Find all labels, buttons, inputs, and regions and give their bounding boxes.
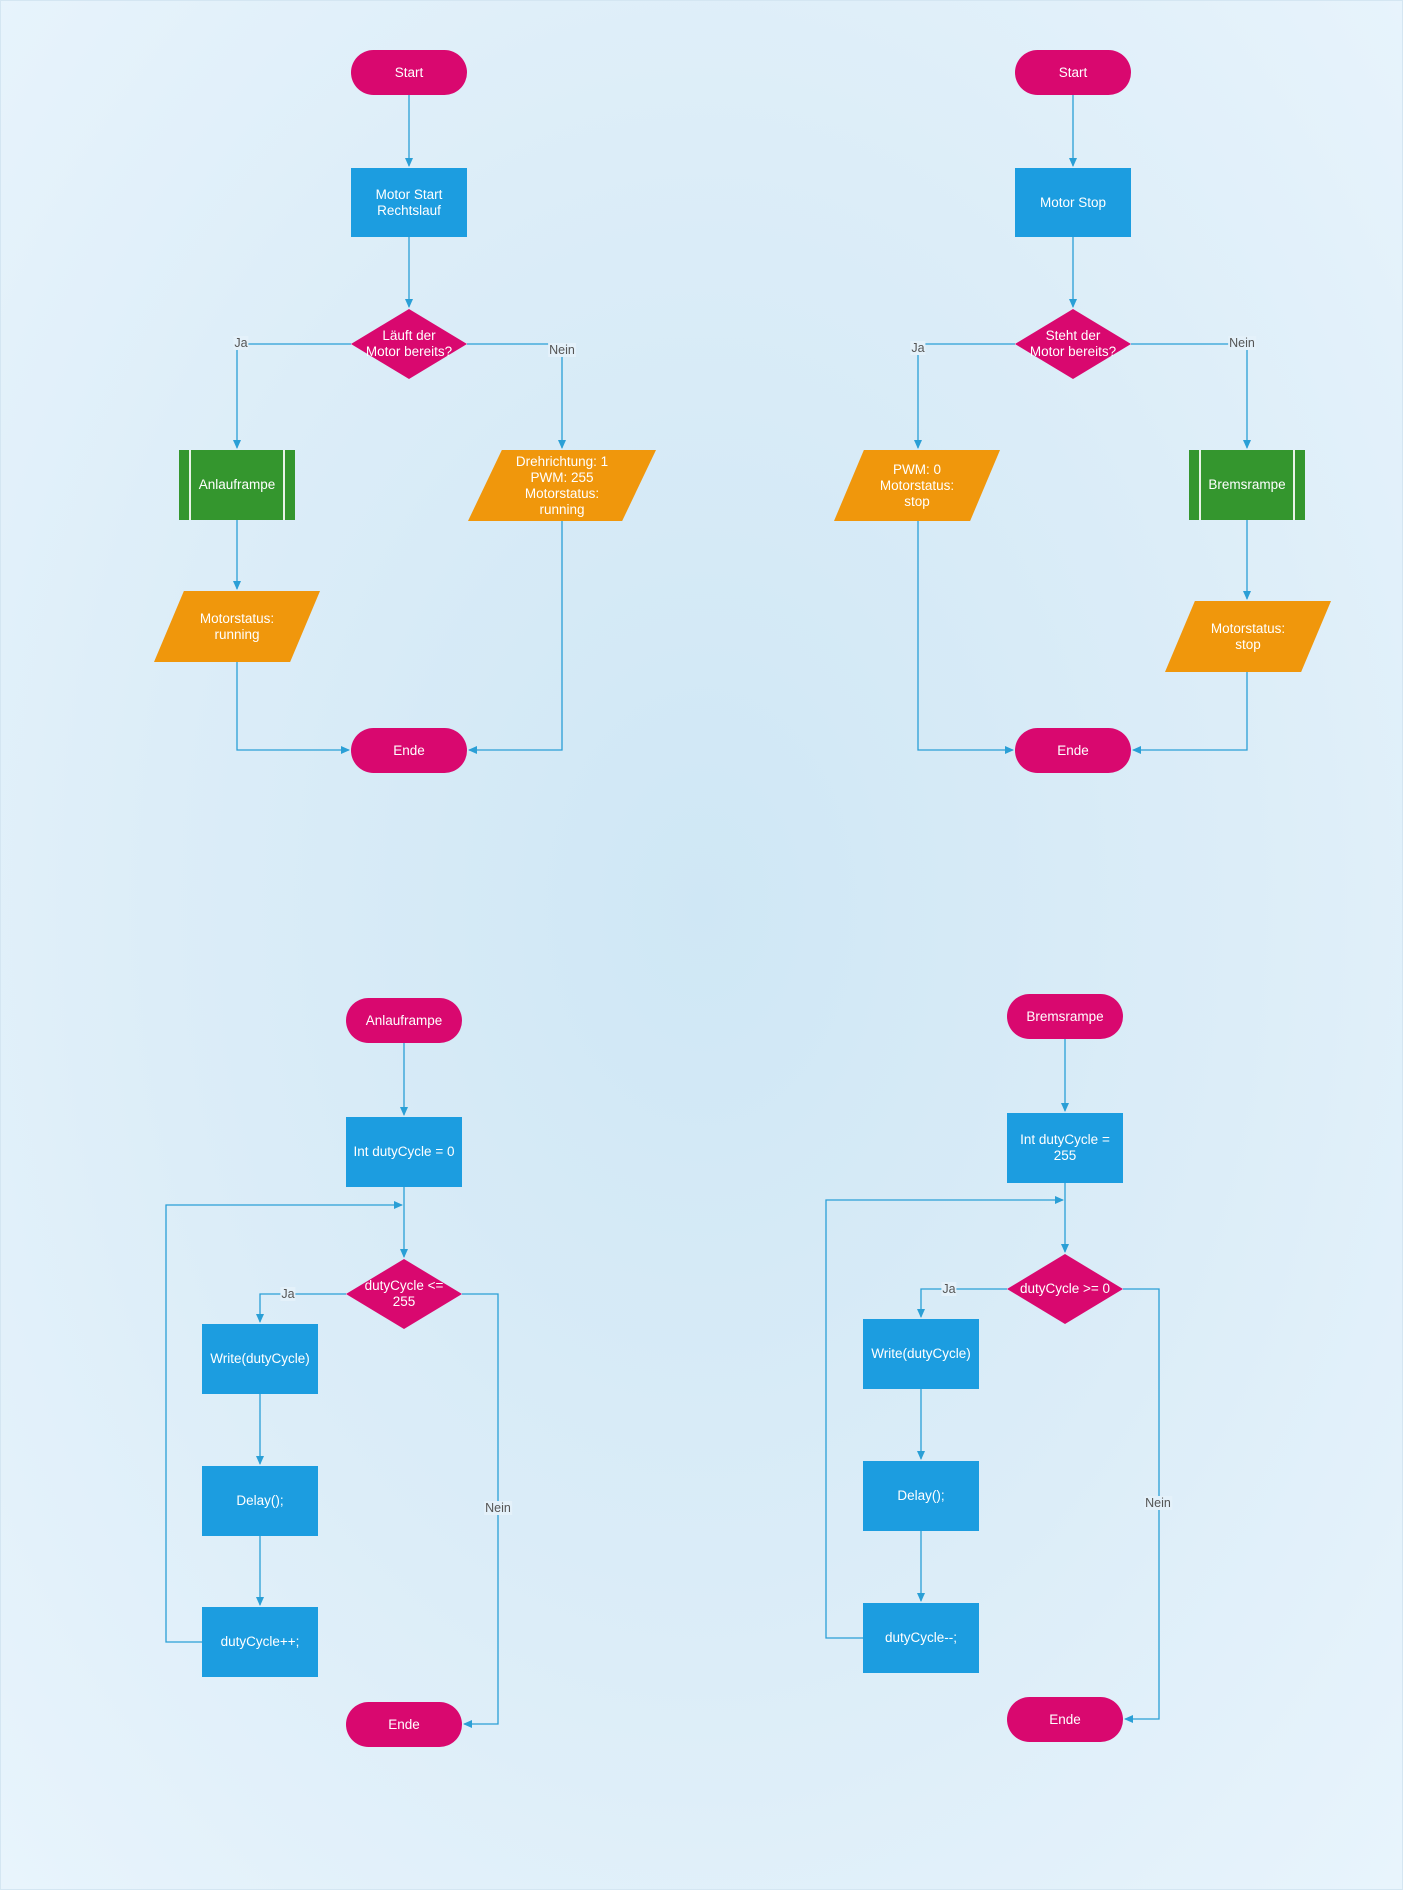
fc3-end-terminator: Ende [346, 1702, 462, 1747]
connector-fc4-decision-yes [917, 1288, 1007, 1318]
fc2-end-label: Ende [1057, 742, 1089, 758]
fc4-update-label: dutyCycle--; [884, 1630, 957, 1645]
fc3-start-terminator: Anlauframpe [346, 998, 462, 1043]
fc1-subprocess-label: Anlauframpe [198, 477, 276, 492]
fc1-end-terminator: Ende [351, 728, 467, 773]
fc1-no-output-label: Drehrichtung: 1 PWM: 255 Motorstatus: ru… [515, 453, 609, 517]
fc2-decision: Steht der Motor bereits? [1015, 309, 1131, 379]
fc2-decision-label: Steht der Motor bereits? [1029, 328, 1117, 359]
fc4-write-process: Write(dutyCycle) [863, 1319, 979, 1389]
fc1-start-label: Start [394, 64, 424, 80]
fc4-init-label: Int dutyCycle = 255 [1020, 1132, 1110, 1163]
fc3-update-label: dutyCycle++; [220, 1634, 300, 1649]
connector-fc1-decision-yes [233, 343, 351, 449]
fc4-end-label: Ende [1049, 1711, 1081, 1727]
fc1-decision: Läuft der Motor bereits? [351, 309, 467, 379]
fc2-bremsrampe-subprocess: Bremsrampe [1189, 450, 1305, 520]
fc3-delay-label: Delay(); [236, 1493, 284, 1508]
fc4-update-process: dutyCycle--; [863, 1603, 979, 1673]
fc2-end-terminator: Ende [1015, 728, 1131, 773]
fc3-write-label: Write(dutyCycle) [210, 1351, 310, 1366]
fc2-start-terminator: Start [1015, 50, 1131, 95]
fc3-write-process: Write(dutyCycle) [202, 1324, 318, 1394]
fc1-motor-start-process: Motor Start Rechtslauf [351, 168, 467, 237]
fc1-end-label: Ende [393, 742, 425, 758]
connector-fc1-decision-no [467, 343, 566, 449]
connector-fc4-loop-back [825, 1196, 1064, 1639]
connector-fc2-decision-no [1131, 343, 1251, 449]
fc1-start-terminator: Start [351, 50, 467, 95]
fc3-decision: dutyCycle <= 255 [346, 1259, 462, 1329]
fc2-yes-output-label: PWM: 0 Motorstatus: stop [879, 461, 955, 509]
connector-fc1-no-output-to-end [468, 521, 563, 754]
fc3-init-label: Int dutyCycle = 0 [353, 1144, 455, 1159]
fc1-action-label: Motor Start Rechtslauf [375, 186, 443, 218]
fc1-yes-output: Motorstatus: running [154, 591, 320, 662]
fc4-start-terminator: Bremsrampe [1007, 994, 1123, 1039]
fc1-no-output: Drehrichtung: 1 PWM: 255 Motorstatus: ru… [468, 450, 656, 521]
connector-fc3-loop-back [165, 1201, 403, 1643]
fc3-end-label: Ende [388, 1716, 420, 1732]
fc3-decision-label: dutyCycle <= 255 [364, 1278, 444, 1309]
fc4-delay-label: Delay(); [897, 1488, 945, 1503]
connector-fc3-decision-yes [256, 1293, 346, 1323]
fc2-subprocess-label: Bremsrampe [1208, 477, 1286, 492]
fc3-yes-edge-label: Ja [280, 1287, 296, 1301]
fc1-no-edge-label: Nein [548, 343, 576, 357]
fc3-start-label: Anlauframpe [365, 1012, 443, 1028]
fc4-yes-edge-label: Ja [941, 1282, 957, 1296]
fc4-decision-label: dutyCycle >= 0 [1019, 1281, 1111, 1296]
fc2-no-output-label: Motorstatus: stop [1210, 620, 1286, 652]
connector-fc2-decision-yes [914, 343, 1015, 449]
fc4-start-label: Bremsrampe [1026, 1008, 1104, 1024]
fc4-no-edge-label: Nein [1144, 1496, 1172, 1510]
fc1-decision-label: Läuft der Motor bereits? [365, 328, 453, 359]
fc3-no-edge-label: Nein [484, 1501, 512, 1515]
fc1-anlauframpe-subprocess: Anlauframpe [179, 450, 295, 520]
fc2-action-label: Motor Stop [1039, 194, 1107, 210]
connector-fc2-no-output-to-end [1132, 672, 1248, 754]
connector-fc2-yes-output-to-end [917, 521, 1014, 754]
fc2-start-label: Start [1058, 64, 1088, 80]
fc4-init-process: Int dutyCycle = 255 [1007, 1113, 1123, 1183]
fc3-init-process: Int dutyCycle = 0 [346, 1117, 462, 1187]
fc2-yes-output: PWM: 0 Motorstatus: stop [834, 450, 1000, 521]
fc1-yes-edge-label: Ja [233, 336, 249, 350]
fc2-yes-edge-label: Ja [910, 341, 926, 355]
fc2-motor-stop-process: Motor Stop [1015, 168, 1131, 237]
connector-fc1-yes-output-to-end [236, 662, 350, 754]
fc4-delay-process: Delay(); [863, 1461, 979, 1531]
fc4-end-terminator: Ende [1007, 1697, 1123, 1742]
fc3-delay-process: Delay(); [202, 1466, 318, 1536]
fc4-write-label: Write(dutyCycle) [871, 1346, 971, 1361]
fc2-no-output: Motorstatus: stop [1165, 601, 1331, 672]
fc3-update-process: dutyCycle++; [202, 1607, 318, 1677]
fc1-yes-output-label: Motorstatus: running [199, 610, 275, 642]
fc4-decision: dutyCycle >= 0 [1007, 1254, 1123, 1324]
fc2-no-edge-label: Nein [1228, 336, 1256, 350]
